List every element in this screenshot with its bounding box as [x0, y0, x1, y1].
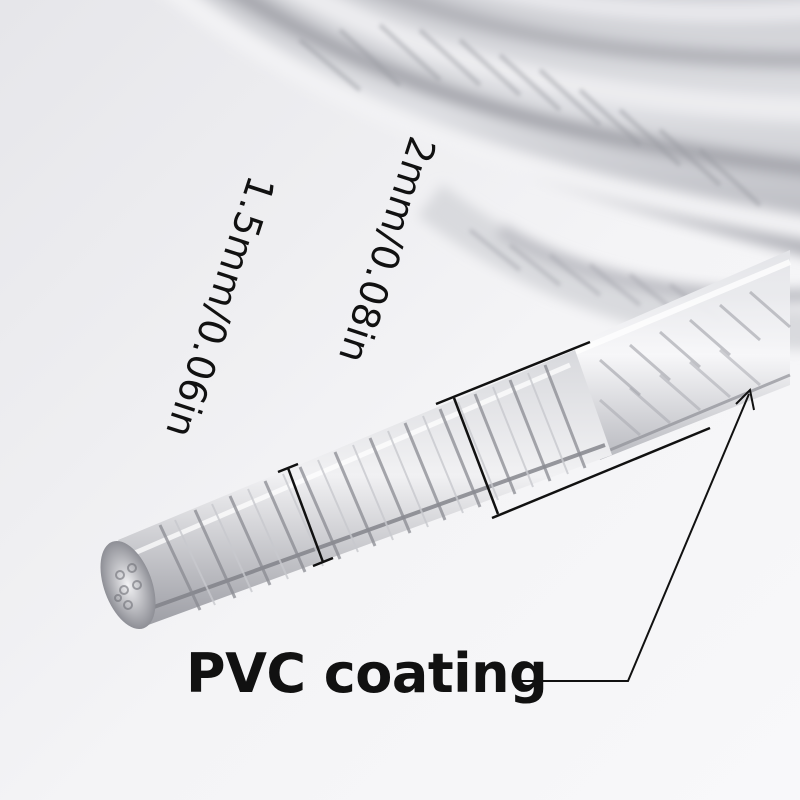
bare-wire-rope	[100, 350, 612, 629]
pvc-coating-label: PVC coating	[186, 642, 548, 705]
dimension-marker-large	[435, 340, 711, 520]
dimension-marker-small	[277, 462, 334, 568]
coated-cable	[560, 250, 792, 460]
coating-pointer	[516, 387, 755, 682]
rope-end	[100, 541, 156, 629]
coil-strands	[298, 23, 762, 322]
